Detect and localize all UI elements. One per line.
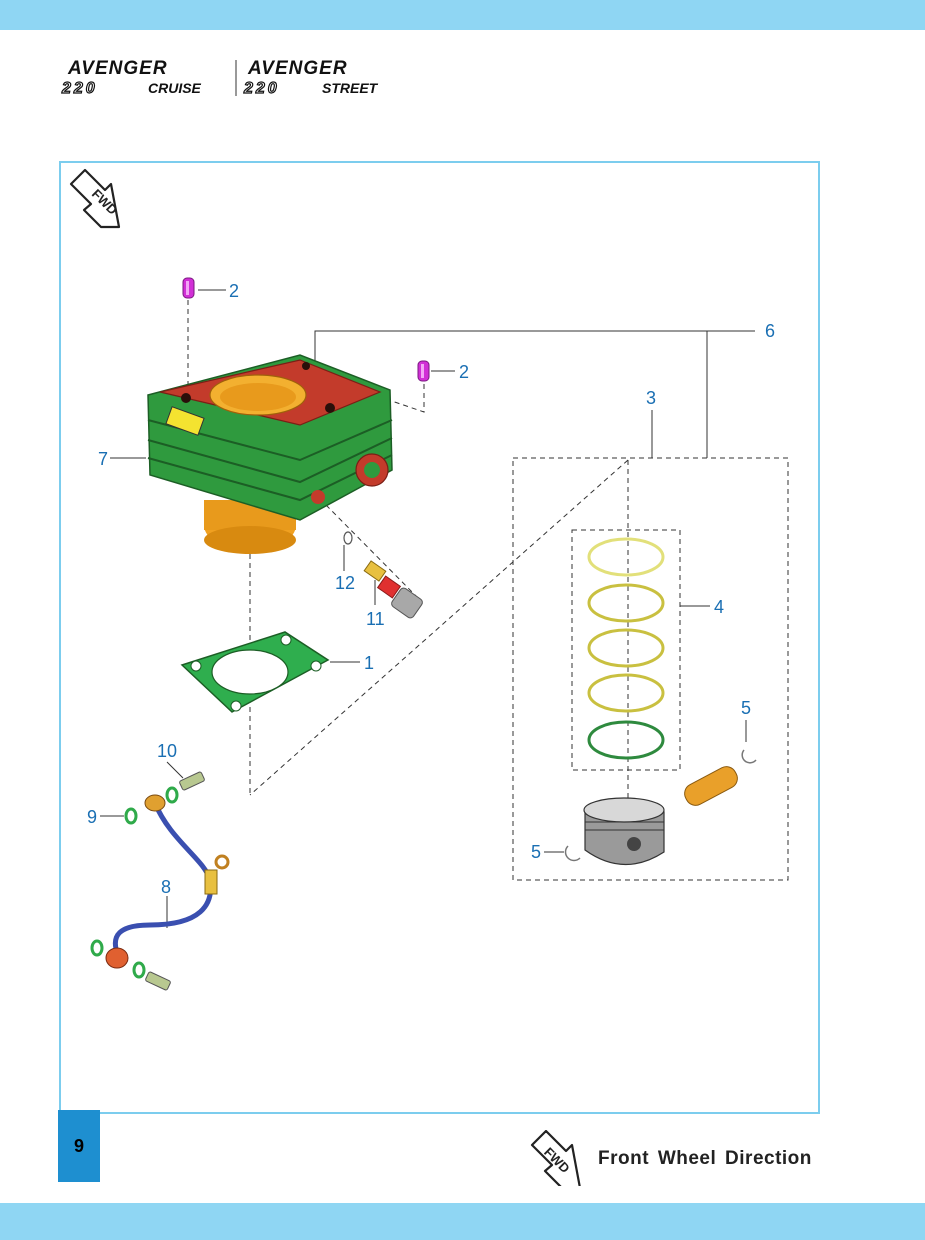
callout-5-right: 5 [741,698,751,718]
model-right-name: STREET [322,80,379,96]
brand-right: AVENGER [247,58,348,79]
sealing-washers [90,786,179,979]
piston-pin-clip-right [741,749,757,764]
cylinder-block [147,354,393,554]
callout-9: 9 [87,807,97,827]
top-band [0,0,925,30]
dashed-assembly-lines [187,300,789,881]
temperature-sensor [363,560,423,619]
page-number: 9 [58,1110,100,1182]
callout-10: 10 [157,741,177,761]
diagram-frame [59,161,820,1114]
bottom-band [0,1203,925,1240]
fwd-legend-text: Front Wheel Direction [598,1148,812,1169]
callout-12: 12 [335,573,355,593]
brand-left: AVENGER [67,58,168,79]
model-left-name: CRUISE [148,80,202,96]
callout-11: 11 [366,609,385,629]
fwd-arrow-icon: FWD [69,168,120,229]
fwd-legend: FWD [530,1130,582,1186]
callout-5-left: 5 [531,842,541,862]
piston [583,797,665,866]
model-right-number: 220 [243,80,280,97]
callout-7: 7 [98,449,108,469]
piston-pin [684,766,738,806]
piston-rings [587,537,665,760]
piston-pin-clip-left [564,845,581,862]
callout-1: 1 [364,653,374,673]
model-left-number: 220 [61,80,98,97]
oil-hose [105,794,230,969]
dowel-pin-upper [182,277,195,299]
callout-4: 4 [714,597,724,617]
callout-2-upper: 2 [229,281,239,301]
callout-6: 6 [765,321,775,341]
dowel-pin-right [417,360,430,382]
base-gasket [180,631,330,713]
banjo-bolts [145,771,205,991]
fwd-legend-arrow-icon: FWD [530,1130,582,1186]
callout-8: 8 [161,877,171,897]
callout-3: 3 [646,388,656,408]
callout-2-right: 2 [459,362,469,382]
sensor-washer [343,531,353,545]
model-logo: AVENGER 220 CRUISE AVENGER 220 STREET [60,58,379,98]
